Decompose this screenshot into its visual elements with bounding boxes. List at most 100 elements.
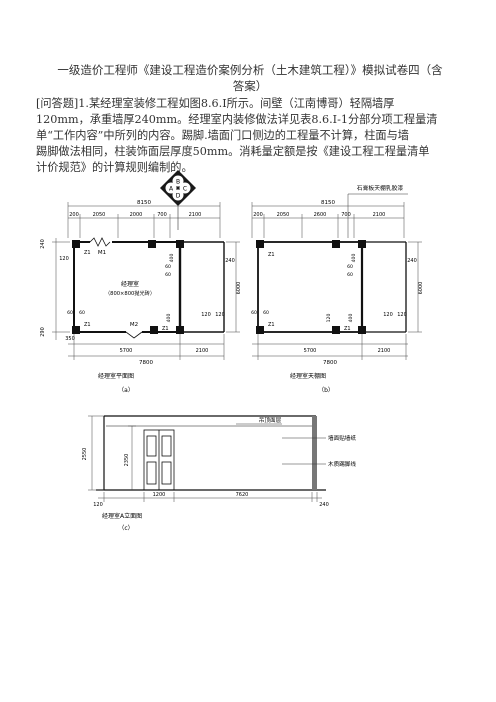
diamond-label-left: A bbox=[169, 186, 174, 193]
ceiling-sub: （b） bbox=[318, 387, 334, 394]
plan-door-m2-bottom bbox=[125, 329, 143, 339]
plan-walls bbox=[73, 241, 225, 333]
ceiling-dim-2600: 2600 bbox=[314, 212, 327, 218]
plan-right-dims bbox=[226, 241, 240, 333]
elevation-door bbox=[143, 429, 175, 491]
plan-dim-right-240: 240 bbox=[225, 258, 235, 264]
ceiling-col-label-3: Z1 bbox=[344, 326, 351, 332]
plan-dim-2100-bottom: 2100 bbox=[196, 348, 209, 354]
plan-dim-right-120b: 120 bbox=[215, 312, 225, 318]
question-line-3: 单“工作内容”中所列的内容。踢脚.墙面门口侧边的工程量不计算，柱面与墙 bbox=[36, 129, 409, 142]
ceiling-dim-right-120a: 120 bbox=[383, 312, 393, 318]
elevation-caption: 经理室A立面图 bbox=[102, 512, 142, 520]
ceiling-dim-5700: 5700 bbox=[304, 348, 317, 354]
elevation-dim-2550: 2550 bbox=[82, 448, 88, 461]
plan-bottom-dims bbox=[68, 334, 225, 360]
plan-dim-right-6000: 6000 bbox=[236, 282, 242, 295]
ceiling-dim-700: 700 bbox=[341, 212, 351, 218]
elevation-horizontal-dims bbox=[98, 492, 322, 502]
question-line-5: 计价规范》的计算规则编制的。 bbox=[36, 161, 193, 174]
question-text: [问答题]1.某经理室装修工程如图8.6.Ⅰ所示。间壁（江南博哥）轻隔墙厚 12… bbox=[36, 96, 456, 176]
plan-inner-60b: 60 bbox=[79, 310, 85, 316]
elevation-dim-120: 120 bbox=[93, 502, 103, 508]
elevation-dim-2350: 2350 bbox=[124, 454, 130, 467]
ceiling-dim-right-120b: 120 bbox=[397, 312, 407, 318]
plan-inner-60a: 60 bbox=[67, 310, 73, 316]
plan-dim-2050: 2050 bbox=[93, 212, 106, 218]
plan-room-sub: （800×800抛光砖） bbox=[105, 289, 155, 297]
plan-door-m1-label: M1 bbox=[98, 250, 106, 256]
diamond-label-top: B bbox=[176, 179, 180, 186]
elevation-sub: （c） bbox=[118, 525, 133, 532]
drawing-plan: B C D A 8150 200 2050 2000 700 2100 bbox=[40, 170, 242, 394]
plan-top-dims bbox=[67, 202, 221, 238]
plan-inner-60c: 60 bbox=[165, 264, 171, 270]
plan-dim-200: 200 bbox=[69, 212, 79, 218]
ceiling-dim-2100-bottom: 2100 bbox=[378, 348, 391, 354]
question-line-4: 踢脚做法相同，柱装饰面层厚度50mm。消耗量定额是按《建设工程工程量清单 bbox=[36, 145, 430, 158]
drawing-elevation: 吊顶面层 墙面贴墙纸 木质踢脚线 2550 2350 120 1200 7620… bbox=[82, 415, 356, 532]
plan-dim-7800: 7800 bbox=[139, 360, 153, 366]
ceiling-dim-200: 200 bbox=[253, 212, 263, 218]
ceiling-inner-60b: 60 bbox=[263, 310, 269, 316]
ceiling-right-dims bbox=[408, 241, 422, 333]
plan-sub: （a） bbox=[118, 387, 134, 394]
plan-door-m1-top bbox=[89, 237, 112, 247]
ceiling-col-label-2: Z1 bbox=[268, 322, 275, 328]
plan-left-dims bbox=[52, 238, 70, 340]
title-line-2: 答案） bbox=[232, 79, 268, 93]
ceiling-inner-60a: 60 bbox=[251, 310, 257, 316]
ceiling-note: 石膏板天棚乳胶漆 bbox=[357, 184, 404, 192]
plan-col-label-3: Z1 bbox=[162, 326, 169, 332]
ceiling-columns bbox=[256, 240, 366, 334]
plan-caption: 经理室平面图 bbox=[98, 372, 134, 380]
compass-diamond: B C D A bbox=[160, 170, 196, 230]
ceiling-col-label-1: Z1 bbox=[268, 252, 275, 258]
ceiling-inner-400a: 400 bbox=[351, 254, 357, 263]
ceiling-top-dims bbox=[251, 202, 405, 238]
plan-col-label-2: Z1 bbox=[84, 322, 91, 328]
plan-dim-350: 350 bbox=[65, 336, 75, 342]
ceiling-dim-total-top: 8150 bbox=[321, 200, 335, 206]
plan-dim-700: 700 bbox=[157, 212, 167, 218]
ceiling-dim-2050: 2050 bbox=[277, 212, 290, 218]
ceiling-dim-right-6000: 6000 bbox=[418, 282, 424, 295]
plan-dim-right-120a: 120 bbox=[201, 312, 211, 318]
ceiling-inner-120: 120 bbox=[326, 314, 332, 323]
diamond-label-bottom: D bbox=[176, 193, 181, 200]
diamond-label-right: C bbox=[183, 186, 187, 193]
elevation-right-wall-hatch bbox=[312, 416, 317, 490]
drawing-ceiling: 石膏板天棚乳胶漆 8150 200 2050 2600 700 2100 bbox=[251, 184, 424, 394]
document-title: 一级造价工程师《建设工程造价案例分析（土木建筑工程）》模拟试卷四（含 答案） bbox=[40, 62, 460, 94]
ceiling-dim-2100: 2100 bbox=[373, 212, 386, 218]
plan-dim-total-top: 8150 bbox=[137, 200, 151, 206]
elevation-dim-1200: 1200 bbox=[153, 492, 166, 498]
elevation-vertical-dims bbox=[88, 415, 136, 491]
ceiling-inner-60d: 60 bbox=[347, 272, 353, 278]
ceiling-inner-60c: 60 bbox=[347, 264, 353, 270]
question-line-1: [问答题]1.某经理室装修工程如图8.6.Ⅰ所示。间壁（江南博哥）轻隔墙厚 bbox=[36, 97, 395, 110]
ceiling-dim-7800: 7800 bbox=[323, 360, 337, 366]
plan-dim-left-290: 290 bbox=[40, 327, 46, 337]
elevation-label-wall: 墙面贴墙纸 bbox=[328, 434, 356, 442]
elevation-dim-7620: 7620 bbox=[236, 492, 249, 498]
plan-dim-left-120: 120 bbox=[59, 256, 69, 262]
ceiling-dim-right-240: 240 bbox=[407, 258, 417, 264]
plan-inner-400b: 400 bbox=[166, 314, 172, 323]
plan-inner-60d: 60 bbox=[165, 272, 171, 278]
elevation-leaders bbox=[236, 423, 326, 465]
plan-dim-2000: 2000 bbox=[130, 212, 143, 218]
plan-dim-5700: 5700 bbox=[120, 348, 133, 354]
question-line-2: 120mm，承重墙厚240mm。经理室内装修做法详见表8.6.Ⅰ-1分部分项工程… bbox=[36, 113, 438, 126]
title-line-1: 一级造价工程师《建设工程造价案例分析（土木建筑工程）》模拟试卷四（含 bbox=[57, 63, 443, 77]
elevation-dim-240: 240 bbox=[319, 502, 329, 508]
ceiling-caption: 经理室天棚图 bbox=[290, 372, 326, 380]
ceiling-walls bbox=[257, 241, 407, 333]
ceiling-inner-400b: 400 bbox=[348, 314, 354, 323]
plan-door-m2-label: M2 bbox=[130, 322, 138, 328]
plan-dim-left-240: 240 bbox=[40, 239, 46, 249]
plan-dim-2100: 2100 bbox=[189, 212, 202, 218]
plan-columns bbox=[72, 240, 184, 334]
elevation-frame bbox=[96, 415, 326, 491]
